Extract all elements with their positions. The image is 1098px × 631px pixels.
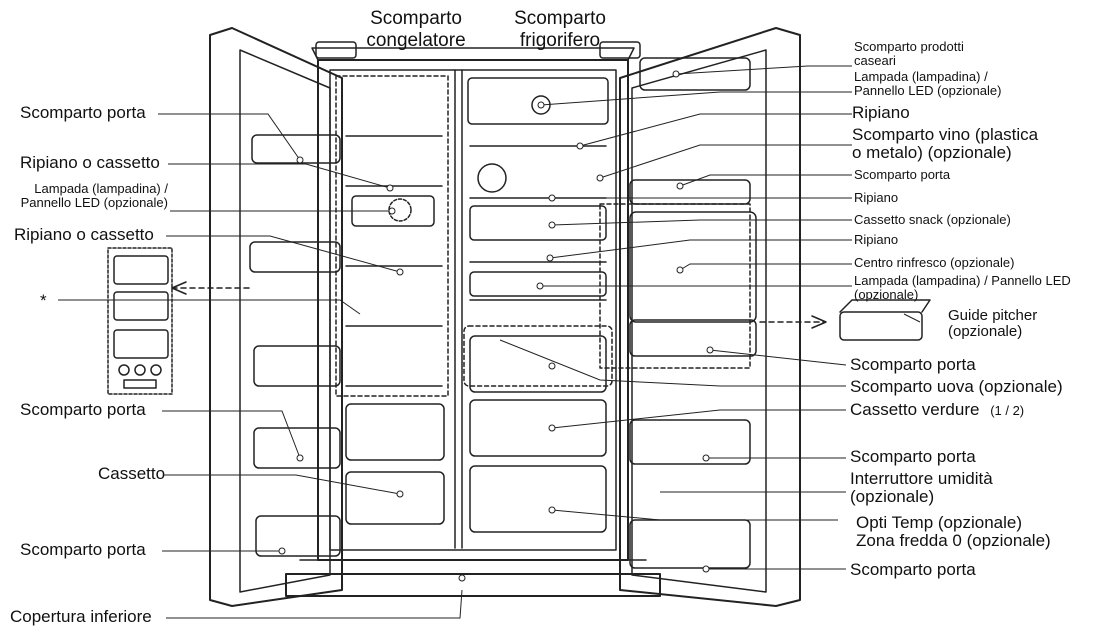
label-shelf-right-2: Ripiano [854, 190, 899, 205]
label-lamp-mid-line-2: (opzionale) [854, 286, 919, 302]
label-shelf-drawer-1: Ripiano o cassetto [20, 153, 160, 172]
label-asterisk: * [40, 291, 47, 310]
snack-drawer [469, 205, 607, 241]
label-lamp-left: Lampada (lampadina) / Pannello LED (opzi… [2, 182, 168, 209]
freezer-door-bin-5 [255, 515, 341, 557]
freezer-door [209, 27, 343, 607]
label-bottom-cover: Copertura inferiore [10, 607, 152, 626]
fridge-door-bin-2 [629, 319, 757, 357]
label-lamp-mid-line-1: Lampada (lampadina) / Pannello LED [854, 273, 1071, 288]
label-wine: Scomparto vino (plastica o metalo) (opzi… [852, 126, 1038, 162]
wine-rack [477, 163, 507, 193]
label-lamp-top-line-1: Lampada (lampadina) / [854, 69, 988, 84]
label-shelf-right-3: Ripiano [854, 232, 899, 247]
label-humidity-line-1: Interruttore umidità [850, 469, 993, 488]
label-lamp-mid: Lampada (lampadina) / Pannello LED (opzi… [854, 274, 1071, 301]
label-veg: Cassetto verdure (1 / 2) [850, 401, 1024, 419]
label-wine-line-2: o metalo) (opzionale) [852, 142, 1012, 162]
freezer-door-bin-3 [253, 345, 341, 387]
label-shelf-right-1: Ripiano [852, 103, 910, 122]
callout-dots [278, 70, 714, 582]
label-door-bin-left-1: Scomparto porta [20, 103, 146, 122]
label-egg: Scomparto uova (opzionale) [850, 377, 1063, 396]
label-drawer: Cassetto [98, 464, 166, 483]
label-lamp-left-line-1: Lampada (lampadina) / [34, 181, 168, 196]
label-opti-line-1: Opti Temp (opzionale) [856, 513, 1022, 532]
freezer-drawer-1 [345, 403, 445, 461]
label-lamp-left-line-2: Pannello LED (opzionale) [20, 194, 168, 210]
label-door-bin-left-3: Scomparto porta [20, 540, 146, 559]
label-dairy-line-2: caseari [854, 52, 896, 68]
fridge-door-bin-1 [629, 179, 751, 205]
label-door-bin-right-4: Scomparto porta [850, 560, 976, 579]
label-lamp-top: Lampada (lampadina) / Pannello LED (opzi… [854, 70, 1001, 97]
bottom-cover [285, 559, 661, 597]
freezer-door-bin-4 [253, 427, 341, 469]
fridge-door-bin-3 [629, 419, 751, 465]
label-opti-temp: Opti Temp (opzionale) Zona fredda 0 (opz… [856, 514, 1051, 550]
label-dairy: Scomparto prodotti caseari [854, 40, 964, 67]
label-veg-text: Cassetto verdure [850, 400, 980, 419]
pitcher-guide-inset [759, 299, 931, 341]
freezer-door-bin-1 [251, 134, 341, 164]
fridge-door-bin-4 [629, 519, 751, 569]
freezer-header-line-2: congelatore [366, 29, 466, 51]
cabinet-body [311, 47, 635, 561]
top-hinge-left [315, 41, 357, 59]
freezer-header: Scomparto congelatore [356, 8, 476, 52]
opti-temp-drawer [469, 465, 607, 533]
label-snack: Cassetto snack (opzionale) [854, 212, 1011, 227]
freezer-interior [335, 75, 449, 525]
label-pitcher-line-1: Guide pitcher [948, 307, 1038, 324]
label-door-bin-right-1: Scomparto porta [854, 167, 951, 182]
pitcher-bin [629, 211, 757, 323]
freezer-header-line-1: Scomparto [370, 8, 462, 29]
label-opti-line-2: Zona fredda 0 (opzionale) [856, 530, 1051, 550]
label-shelf-drawer-2: Ripiano o cassetto [14, 225, 154, 244]
label-pitcher: Guide pitcher (opzionale) [948, 308, 1037, 340]
leader-lines [58, 65, 921, 619]
label-dairy-line-1: Scomparto prodotti [854, 39, 964, 54]
label-door-bin-right-2: Scomparto porta [850, 355, 976, 374]
freezer-door-bin-2 [249, 241, 341, 273]
control-panel-inset [107, 247, 251, 395]
dairy-compartment [639, 57, 751, 91]
label-wine-line-1: Scomparto vino (plastica [852, 125, 1039, 144]
veg-drawer-2 [469, 399, 607, 457]
fridge-header-line-1: Scomparto [514, 8, 606, 29]
label-humidity: Interruttore umidità (opzionale) [850, 470, 993, 506]
label-door-bin-right-3: Scomparto porta [850, 447, 976, 466]
label-veg-suffix: (1 / 2) [990, 403, 1025, 418]
veg-drawer-1 [469, 335, 607, 393]
fridge-header-line-2: frigorifero [519, 29, 601, 51]
refresh-center [469, 271, 607, 297]
label-refresh: Centro rinfresco (opzionale) [854, 255, 1015, 270]
label-pitcher-line-2: (opzionale) [948, 322, 1023, 340]
control-panel [467, 77, 609, 125]
label-lamp-top-line-2: Pannello LED (opzionale) [854, 82, 1002, 98]
freezer-drawer-2 [345, 471, 445, 525]
top-hinge-right [599, 41, 641, 59]
label-humidity-line-2: (opzionale) [850, 486, 935, 506]
fridge-door [619, 27, 801, 607]
label-door-bin-left-2: Scomparto porta [20, 400, 146, 419]
fridge-header: Scomparto frigorifero [500, 8, 620, 52]
